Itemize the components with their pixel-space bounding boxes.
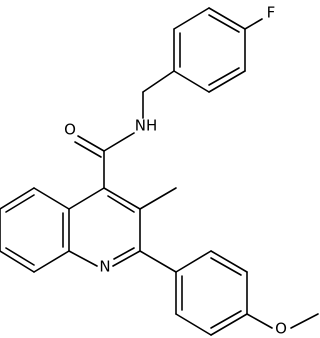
- methoxyphenyl-ring: [175, 250, 248, 336]
- bond: [68, 187, 105, 210]
- double-bond-inner: [208, 14, 240, 33]
- double-bond-inner: [113, 247, 135, 260]
- atom-fluorine: F: [267, 4, 276, 22]
- bond: [208, 7, 246, 30]
- double-bond-inner: [208, 67, 240, 86]
- fluorophenyl-ring: [173, 7, 246, 93]
- bond-ring-o: [246, 313, 273, 329]
- atom-carbonyl-oxygen: O: [64, 121, 76, 139]
- bond-c-f: [244, 18, 263, 30]
- bond-carbonyl-o: [77, 135, 105, 152]
- double-bond-inner: [5, 247, 35, 266]
- atom-amide-nitrogen: NH: [135, 117, 158, 135]
- bond-n-carbonyl: [103, 132, 135, 152]
- bond: [68, 250, 98, 267]
- bond: [33, 187, 70, 210]
- bond: [175, 250, 212, 273]
- bond: [0, 187, 35, 210]
- bond: [208, 70, 246, 93]
- atom-methoxy-oxygen: O: [275, 320, 287, 338]
- bond-ring-ch2: [142, 70, 175, 93]
- bond-methyl: [139, 187, 177, 210]
- bond: [112, 250, 141, 267]
- bond: [210, 250, 248, 273]
- double-bond-inner: [107, 195, 135, 213]
- bond: [173, 7, 210, 30]
- quinoline-benzo-ring: [0, 187, 70, 273]
- bond: [175, 313, 212, 336]
- quinoline-pyridine-ring: [68, 187, 141, 267]
- bond: [173, 70, 210, 93]
- bond-o-methyl: [290, 313, 319, 329]
- double-bond-inner: [210, 257, 242, 276]
- bond: [210, 313, 248, 336]
- bond-c2-aryl: [139, 250, 177, 273]
- bond: [103, 187, 141, 210]
- atom-quinoline-nitrogen: N: [99, 258, 110, 276]
- bond: [33, 250, 70, 273]
- double-bond-inner: [210, 310, 242, 329]
- double-bond-inner: [5, 194, 35, 213]
- bond-carbonyl-o-double: [74, 141, 102, 158]
- bond: [0, 250, 35, 273]
